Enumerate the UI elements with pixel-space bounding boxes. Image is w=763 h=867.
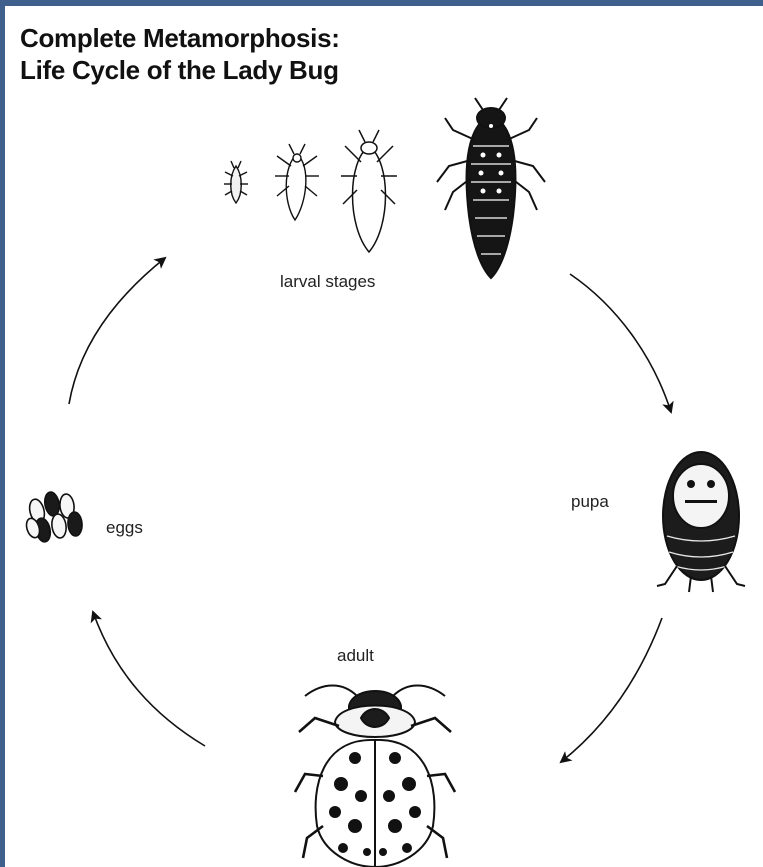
eggs-icon	[24, 491, 83, 543]
arrow-adult-to-eggs	[93, 612, 205, 746]
arrow-pupa-to-adult	[561, 618, 662, 762]
arrow-larva-to-pupa	[570, 274, 671, 412]
pupa-icon	[657, 452, 745, 592]
larva-stage-2-icon	[275, 144, 319, 220]
diagram-panel: Complete Metamorphosis: Life Cycle of th…	[5, 6, 763, 867]
larva-stage-3-icon	[341, 130, 397, 252]
larva-stage-4-icon	[437, 98, 545, 278]
arrow-eggs-to-larva	[69, 258, 165, 404]
lifecycle-drawing	[5, 6, 763, 867]
larva-stage-1-icon	[224, 161, 248, 203]
adult-ladybug-icon	[295, 686, 455, 867]
